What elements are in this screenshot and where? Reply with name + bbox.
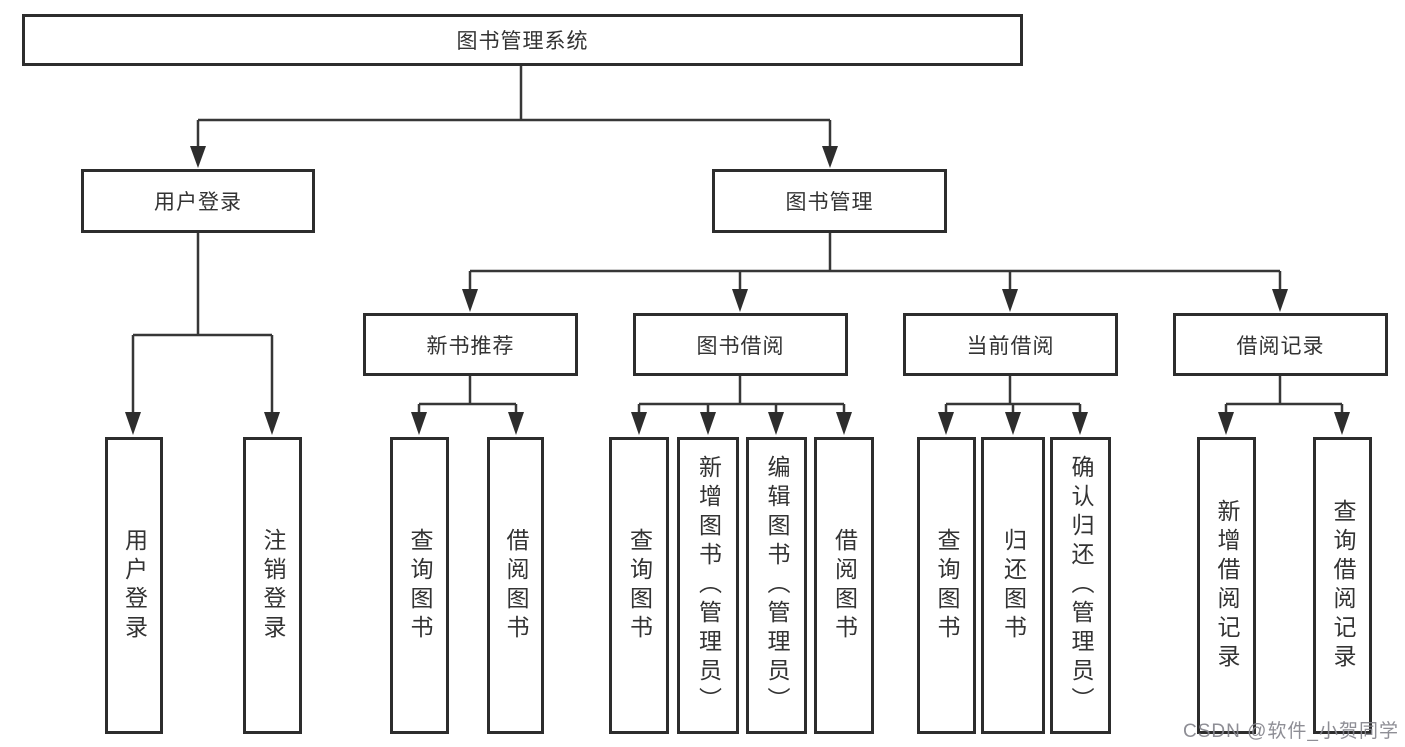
- connector-root: [190, 66, 838, 168]
- node-new-books-label: 新书推荐: [426, 334, 515, 358]
- leaf-logout-label: 注销登录: [260, 527, 286, 644]
- leaf-user-login: 用户登录: [105, 437, 163, 734]
- connector-user-login: [125, 233, 280, 435]
- connector-current-borrow: [938, 376, 1088, 435]
- node-user-login-label: 用户登录: [154, 191, 242, 214]
- leaf-br-add-record: 新增借阅记录: [1197, 437, 1256, 734]
- connector-book-mgmt: [462, 233, 1288, 312]
- leaf-bb-add-books-admin-label: 新增图书（管理员）: [695, 455, 722, 716]
- leaf-cb-query-books: 查询图书: [917, 437, 976, 734]
- leaf-bb-borrow-books-label: 借阅图书: [831, 527, 858, 644]
- leaf-nb-query-books: 查询图书: [390, 437, 449, 734]
- leaf-bb-query-books: 查询图书: [609, 437, 669, 734]
- node-user-login: 用户登录: [81, 169, 315, 233]
- connector-book-borrow: [631, 376, 852, 435]
- leaf-cb-confirm-return-admin-label: 确认归还（管理员）: [1068, 455, 1094, 716]
- node-borrow-records-label: 借阅记录: [1236, 334, 1325, 358]
- leaf-cb-return-books: 归还图书: [981, 437, 1045, 734]
- connector-new-books: [411, 376, 524, 435]
- csdn-watermark: CSDN @软件_小贺同学: [1183, 721, 1399, 742]
- leaf-cb-query-books-label: 查询图书: [934, 527, 960, 644]
- leaf-br-add-record-label: 新增借阅记录: [1214, 498, 1240, 673]
- node-new-books: 新书推荐: [363, 313, 578, 376]
- node-borrow-records: 借阅记录: [1173, 313, 1388, 376]
- node-book-mgmt: 图书管理: [712, 169, 947, 233]
- leaf-cb-confirm-return-admin: 确认归还（管理员）: [1050, 437, 1111, 734]
- leaf-br-query-record-label: 查询借阅记录: [1330, 498, 1356, 673]
- leaf-nb-borrow-books-label: 借阅图书: [503, 527, 529, 644]
- leaf-nb-query-books-label: 查询图书: [407, 527, 433, 644]
- node-book-mgmt-label: 图书管理: [785, 191, 874, 214]
- connector-borrow-records: [1218, 376, 1350, 435]
- leaf-bb-query-books-label: 查询图书: [626, 527, 653, 644]
- leaf-bb-add-books-admin: 新增图书（管理员）: [677, 437, 739, 734]
- leaf-bb-borrow-books: 借阅图书: [814, 437, 874, 734]
- leaf-logout: 注销登录: [243, 437, 302, 734]
- node-current-borrow-label: 当前借阅: [966, 334, 1055, 358]
- leaf-user-login-label: 用户登录: [121, 527, 148, 644]
- leaf-cb-return-books-label: 归还图书: [1000, 527, 1027, 644]
- node-root: 图书管理系统: [22, 14, 1023, 66]
- node-root-label: 图书管理系统: [456, 30, 589, 53]
- node-book-borrow-label: 图书借阅: [696, 334, 785, 358]
- leaf-bb-edit-books-admin: 编辑图书（管理员）: [746, 437, 807, 734]
- leaf-bb-edit-books-admin-label: 编辑图书（管理员）: [764, 455, 790, 716]
- leaf-nb-borrow-books: 借阅图书: [487, 437, 544, 734]
- node-current-borrow: 当前借阅: [903, 313, 1118, 376]
- leaf-br-query-record: 查询借阅记录: [1313, 437, 1372, 734]
- node-book-borrow: 图书借阅: [633, 313, 848, 376]
